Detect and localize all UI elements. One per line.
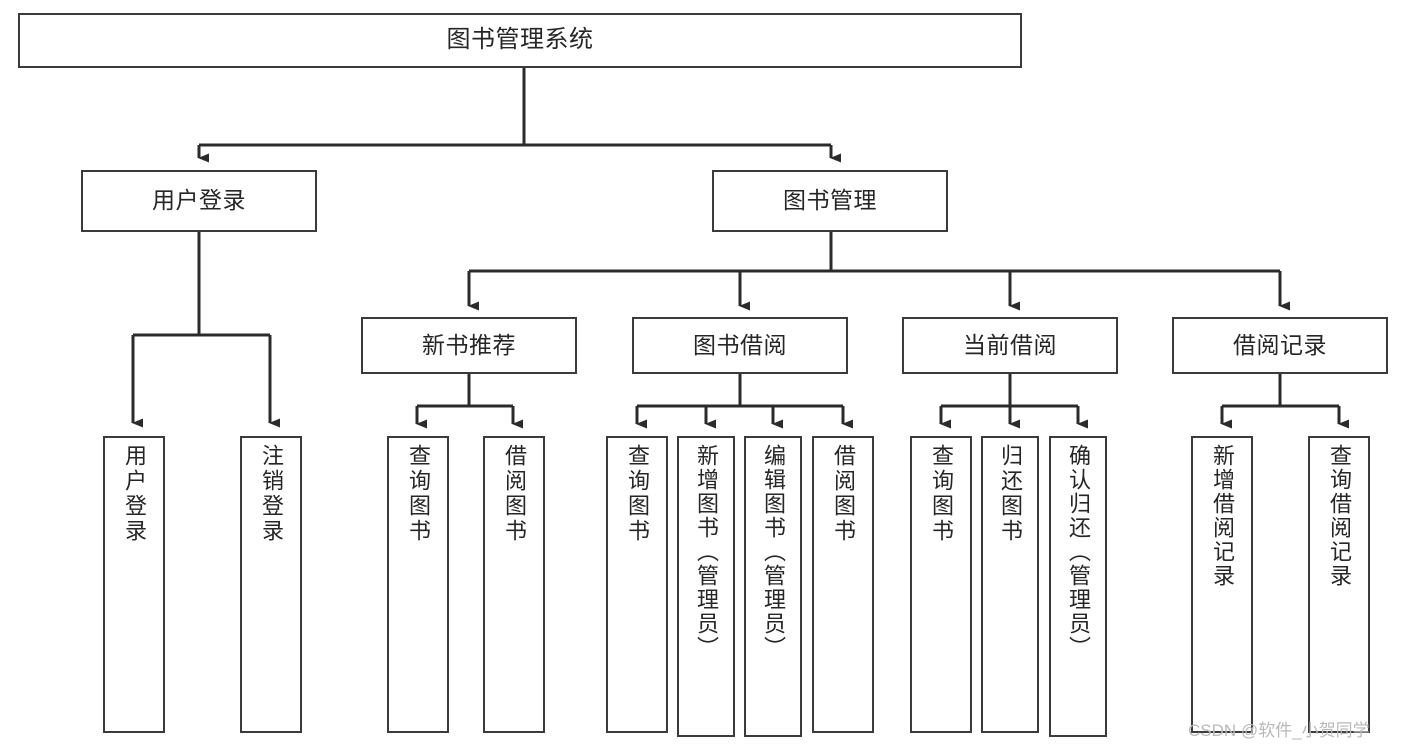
- node-label: 借阅图书: [831, 444, 856, 544]
- node-leaf-add-borrow-record[interactable]: 新增借阅记录: [1191, 436, 1253, 733]
- node-label: 图书借阅: [693, 331, 787, 358]
- node-label: 用户登录: [122, 444, 147, 544]
- node-label: 新书推荐: [422, 331, 516, 358]
- node-label: 新增图书（管理员）: [694, 444, 719, 660]
- node-leaf-query-book-recommend[interactable]: 查询图书: [387, 436, 449, 733]
- node-leaf-query-book-current[interactable]: 查询图书: [910, 436, 972, 733]
- node-label: 图书管理系统: [446, 26, 594, 54]
- node-label: 查询图书: [929, 444, 954, 544]
- node-label: 查询借阅记录: [1327, 444, 1352, 588]
- node-label: 新增借阅记录: [1210, 444, 1235, 588]
- node-label: 归还图书: [998, 444, 1023, 544]
- node-root-system[interactable]: 图书管理系统: [18, 13, 1022, 68]
- node-leaf-borrow-book-recommend[interactable]: 借阅图书: [483, 436, 545, 733]
- node-user-login[interactable]: 用户登录: [81, 170, 317, 232]
- node-label: 编辑图书（管理员）: [761, 444, 786, 660]
- node-label: 用户登录: [152, 187, 246, 214]
- node-leaf-return-book[interactable]: 归还图书: [981, 436, 1039, 733]
- node-leaf-logout[interactable]: 注销登录: [240, 436, 302, 733]
- node-label: 确认归还（管理员）: [1066, 444, 1091, 660]
- node-leaf-add-book-admin[interactable]: 新增图书（管理员）: [677, 436, 735, 737]
- node-leaf-confirm-return-admin[interactable]: 确认归还（管理员）: [1049, 436, 1107, 737]
- node-current-borrow[interactable]: 当前借阅: [902, 317, 1118, 374]
- node-label: 当前借阅: [963, 331, 1057, 358]
- node-label: 查询图书: [406, 444, 431, 544]
- node-leaf-user-login[interactable]: 用户登录: [103, 436, 165, 733]
- watermark-text: CSDN @软件_小贺同学: [1188, 721, 1370, 740]
- node-label: 借阅记录: [1233, 331, 1327, 358]
- node-leaf-edit-book-admin[interactable]: 编辑图书（管理员）: [744, 436, 802, 737]
- node-leaf-borrow-book[interactable]: 借阅图书: [812, 436, 874, 733]
- node-label: 借阅图书: [502, 444, 527, 544]
- node-label: 查询图书: [625, 444, 650, 544]
- node-borrow-record[interactable]: 借阅记录: [1172, 317, 1388, 374]
- node-new-book-recommend[interactable]: 新书推荐: [361, 317, 577, 374]
- node-leaf-query-book-borrow[interactable]: 查询图书: [606, 436, 668, 733]
- node-label: 图书管理: [783, 187, 877, 214]
- node-label: 注销登录: [259, 444, 284, 544]
- node-book-management[interactable]: 图书管理: [712, 170, 948, 232]
- node-leaf-query-borrow-record[interactable]: 查询借阅记录: [1308, 436, 1370, 733]
- node-book-borrow[interactable]: 图书借阅: [632, 317, 848, 374]
